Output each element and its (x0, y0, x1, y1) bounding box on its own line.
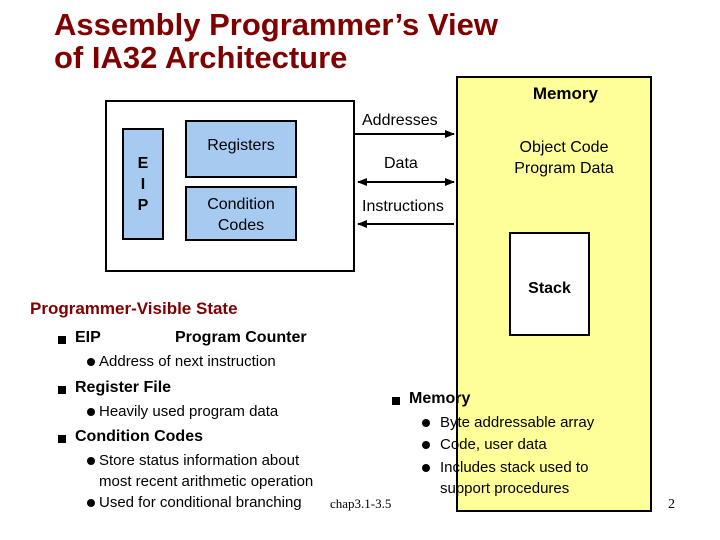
eip-item-label: EIP (75, 329, 101, 346)
bullet-dot-icon (87, 408, 95, 416)
registers-box: Registers (185, 120, 297, 178)
memory-sub-1: Byte addressable array (440, 414, 595, 431)
programmer-visible-state-title: Programmer-Visible State (30, 299, 238, 318)
condition-codes-sub-1-line-1: Store status information about (99, 452, 300, 469)
object-code-line-2: Program Data (514, 160, 614, 177)
register-file-label: Register File (75, 379, 172, 396)
condition-codes-box: Condition Codes (185, 186, 297, 241)
memory-sub-3: Includes stack used to (440, 459, 589, 476)
memory-label: Memory (532, 84, 598, 103)
stack-box (509, 232, 590, 336)
bullet-square-icon (392, 397, 400, 405)
register-file-sub-text: Heavily used program data (99, 403, 279, 420)
bullet-dot-icon (87, 358, 95, 366)
object-code-label: Object Code Program Data (500, 137, 628, 179)
eip-sub-text: Address of next instruction (99, 353, 276, 370)
eip-letter-p: P (137, 196, 149, 214)
stack-label: Stack (528, 280, 571, 297)
eip-letter-i: I (140, 175, 146, 193)
cpu-box (105, 100, 355, 272)
title-line-2: of IA32 Architecture (54, 40, 348, 75)
bullet-dot-icon (87, 499, 95, 507)
bullet-square-icon (58, 386, 66, 394)
page-number: 2 (668, 497, 675, 512)
instructions-label: Instructions (362, 198, 444, 215)
bullet-dot-icon (422, 464, 430, 472)
eip-letter-e: E (137, 154, 149, 172)
object-code-line-1: Object Code (519, 139, 609, 156)
bullet-dot-icon (422, 441, 430, 449)
title-line-1: Assembly Programmer’s View (54, 7, 498, 42)
bullet-dot-icon (422, 419, 430, 427)
data-label: Data (384, 155, 418, 172)
condition-codes-sub-2: Used for conditional branching (99, 494, 302, 511)
memory-box (456, 76, 652, 512)
addresses-label: Addresses (362, 112, 438, 129)
condition-codes-sub-1-line-2: most recent arithmetic operation (99, 473, 314, 490)
condition-codes-item-label: Condition Codes (75, 428, 203, 445)
chapter-citation: chap3.1-3.5 (330, 496, 392, 511)
condition-codes-line-1: Condition (207, 196, 275, 213)
eip-register-box: E I P (122, 128, 164, 240)
slide-title: Assembly Programmer’s View of IA32 Archi… (54, 8, 574, 74)
eip-item-name: Program Counter (175, 329, 307, 346)
bullet-dot-icon (87, 457, 95, 465)
registers-label: Registers (207, 137, 275, 154)
memory-sub-3-cont: support procedures (440, 480, 570, 497)
condition-codes-line-2: Codes (217, 217, 265, 234)
bullet-square-icon (58, 435, 66, 443)
bullet-square-icon (58, 336, 66, 344)
memory-sub-2: Code, user data (440, 436, 547, 453)
memory-item-label: Memory (409, 390, 471, 407)
